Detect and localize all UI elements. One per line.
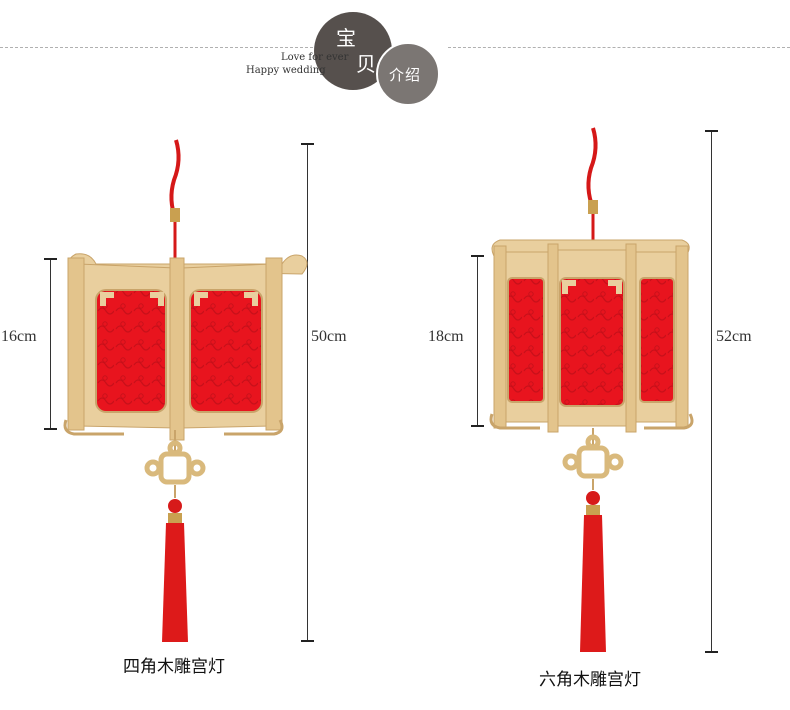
header-tagline-1: Love for ever	[281, 52, 349, 63]
dimension-cap-top	[705, 130, 718, 132]
header-title-char-1: 宝	[336, 26, 356, 50]
dimension-cap-top	[301, 143, 314, 145]
four-sided-lantern-image	[63, 139, 308, 642]
body-height-label: 16cm	[1, 327, 37, 347]
dimension-cap-top	[471, 255, 484, 257]
body-height-dimension-line	[477, 255, 478, 425]
total-height-dimension-line	[307, 143, 308, 640]
total-height-label: 50cm	[311, 327, 347, 347]
body-height-dimension-line	[50, 258, 51, 428]
body-height-label: 18cm	[428, 327, 464, 347]
total-height-dimension-line	[711, 130, 712, 651]
product-caption: 六角木雕宫灯	[539, 670, 641, 690]
header-divider-left	[0, 47, 318, 48]
header-circle-sub	[376, 42, 440, 106]
header-tagline-2: Happy wedding	[246, 65, 326, 76]
dimension-cap-bottom	[44, 428, 57, 430]
total-height-label: 52cm	[716, 327, 752, 347]
dimension-cap-top	[44, 258, 57, 260]
header-subtitle: 介绍	[389, 66, 422, 84]
header-divider-right	[448, 47, 790, 48]
header-title-char-2: 贝	[356, 52, 376, 76]
six-sided-lantern-image	[489, 127, 694, 652]
dimension-cap-bottom	[471, 425, 484, 427]
dimension-cap-bottom	[705, 651, 718, 653]
dimension-cap-bottom	[301, 640, 314, 642]
product-caption: 四角木雕宫灯	[123, 657, 225, 677]
